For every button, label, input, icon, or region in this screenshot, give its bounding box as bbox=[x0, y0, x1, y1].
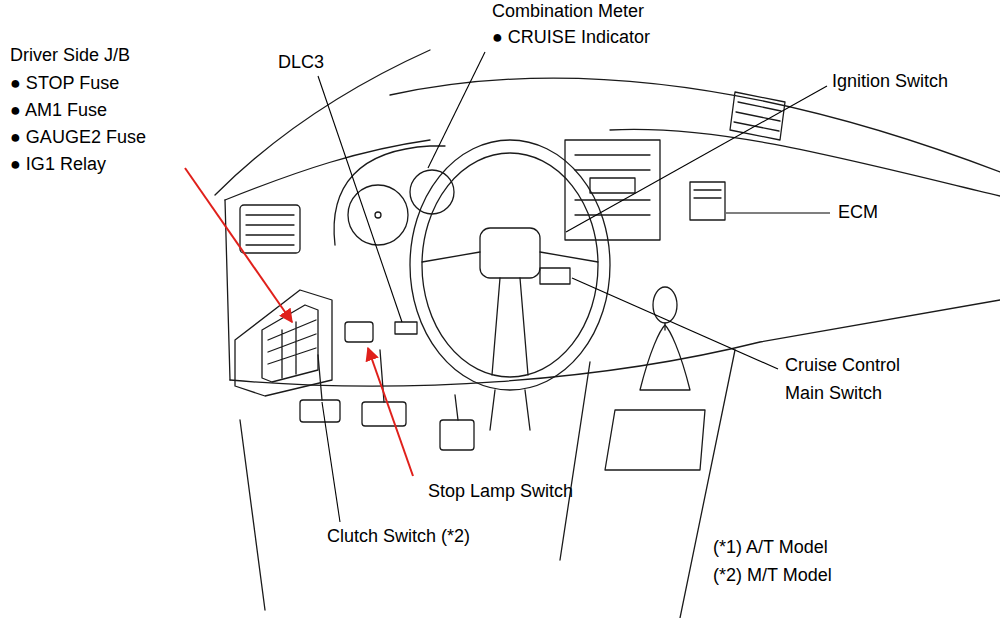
radio-display bbox=[590, 178, 635, 193]
part-label: ● IG1 Relay bbox=[10, 154, 106, 176]
part-label: ● AM1 Fuse bbox=[10, 100, 107, 122]
gauge bbox=[410, 170, 454, 214]
shift-lever bbox=[664, 323, 665, 330]
part-label: Stop Lamp Switch bbox=[428, 481, 573, 503]
windshield-base bbox=[390, 78, 1000, 172]
part-label: Cruise Control Main Switch bbox=[785, 352, 925, 408]
ecm-detail bbox=[694, 190, 721, 198]
vent-slats bbox=[734, 102, 781, 131]
dlc3-connector bbox=[395, 322, 417, 334]
a-pillar bbox=[215, 50, 430, 195]
red-arrow bbox=[185, 168, 292, 322]
gauge bbox=[348, 185, 408, 245]
vent-slats bbox=[246, 215, 294, 245]
leader-line bbox=[428, 52, 485, 168]
part-label: (*2) M/T Model bbox=[713, 565, 832, 587]
leader-line bbox=[318, 76, 402, 322]
pedal bbox=[300, 400, 340, 422]
part-label: Ignition Switch bbox=[832, 71, 948, 93]
shift-boot bbox=[640, 325, 690, 390]
part-label: Clutch Switch (*2) bbox=[327, 526, 470, 548]
part-label: ● STOP Fuse bbox=[10, 73, 119, 95]
junction-block bbox=[235, 290, 332, 396]
part-label: (*1) A/T Model bbox=[713, 537, 828, 559]
pedal-arms bbox=[318, 350, 458, 420]
pedal bbox=[440, 420, 474, 450]
steering-wheel bbox=[410, 140, 610, 390]
floor-edge bbox=[240, 420, 265, 610]
part-label: Combination Meter bbox=[492, 1, 644, 23]
part-label: ● GAUGE2 Fuse bbox=[10, 127, 146, 149]
dash-top bbox=[225, 140, 430, 200]
pedal bbox=[362, 402, 406, 426]
wheel-spokes bbox=[422, 252, 598, 375]
dash-top bbox=[610, 129, 1000, 196]
console-tray bbox=[605, 410, 705, 470]
wheel-hub bbox=[480, 228, 540, 278]
red-arrow bbox=[368, 348, 413, 476]
shift-knob bbox=[653, 287, 677, 323]
leader-line bbox=[566, 86, 827, 232]
gauge-center bbox=[375, 212, 381, 218]
air-vent bbox=[240, 205, 300, 253]
part-label: Driver Side J/B bbox=[10, 45, 130, 67]
steering-column bbox=[490, 390, 530, 430]
meter-hood bbox=[334, 146, 445, 245]
part-label: ● CRUISE Indicator bbox=[492, 27, 650, 49]
part-label: ECM bbox=[838, 202, 878, 224]
cruise-switch bbox=[540, 268, 570, 284]
leader-line bbox=[322, 402, 340, 522]
air-vent bbox=[730, 92, 785, 140]
ecm-box bbox=[690, 182, 725, 220]
console-edge bbox=[560, 362, 590, 560]
fuse-panel bbox=[262, 305, 318, 382]
stop-lamp-switch bbox=[345, 322, 373, 342]
fuse-grid bbox=[268, 320, 316, 378]
leader-line bbox=[572, 278, 778, 369]
steering-wheel bbox=[422, 153, 598, 377]
part-label: DLC3 bbox=[278, 52, 324, 74]
leader-line bbox=[726, 212, 830, 213]
